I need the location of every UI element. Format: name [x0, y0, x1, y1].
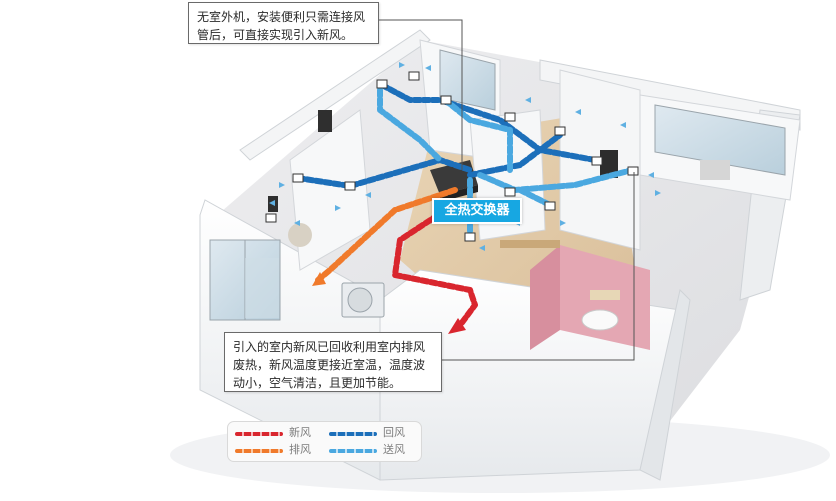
- callout-energy-line-2: 废热，新风温度更接近室温，温度波: [233, 358, 426, 372]
- legend-item-exhaust-air: 排风: [235, 442, 325, 458]
- legend-item-supply-air: 送风: [329, 442, 419, 458]
- callout-installation: 无室外机，安装便利只需连接风 管后，可直接实现引入新风。: [188, 2, 379, 44]
- callout-installation-line-2: 管后，可直接实现引入新风。: [197, 28, 354, 42]
- fresh-air-duct: [392, 212, 478, 334]
- legend-label-supply-air: 送风: [383, 443, 405, 456]
- legend-swatch-exhaust-air: [235, 449, 283, 453]
- legend-label-exhaust-air: 排风: [289, 443, 311, 456]
- airflow-arrows: [269, 62, 661, 251]
- callout-installation-line-1: 无室外机，安装便利只需连接风: [197, 10, 366, 24]
- air-vents: [265, 71, 639, 242]
- exhaust-air-duct: [312, 187, 458, 286]
- callout-energy-line-1: 引入的室内新风已回收利用室内排风: [233, 340, 426, 354]
- legend-label-fresh-air: 新风: [289, 426, 311, 439]
- legend-swatch-fresh-air: [235, 432, 283, 436]
- legend-swatch-return-air: [329, 432, 377, 436]
- legend-swatch-supply-air: [329, 449, 377, 453]
- outdoor-unit: [341, 282, 385, 318]
- legend-item-fresh-air: 新风: [235, 425, 325, 441]
- legend-label-return-air: 回风: [383, 426, 405, 439]
- heat-exchanger-label: 全热交换器: [432, 198, 522, 224]
- callout-energy-saving: 引入的室内新风已回收利用室内排风 废热，新风温度更接近室温，温度波 动小，空气清…: [224, 332, 442, 392]
- callout-leader-lines: [379, 19, 635, 361]
- legend-item-return-air: 回风: [329, 425, 419, 441]
- windows: [209, 49, 786, 321]
- callout-energy-line-3: 动小，空气清洁，且更加节能。: [233, 376, 402, 390]
- legend: 新风 回风 排风 送风: [227, 421, 422, 462]
- return-air-duct: [295, 82, 598, 189]
- furniture: [268, 110, 730, 300]
